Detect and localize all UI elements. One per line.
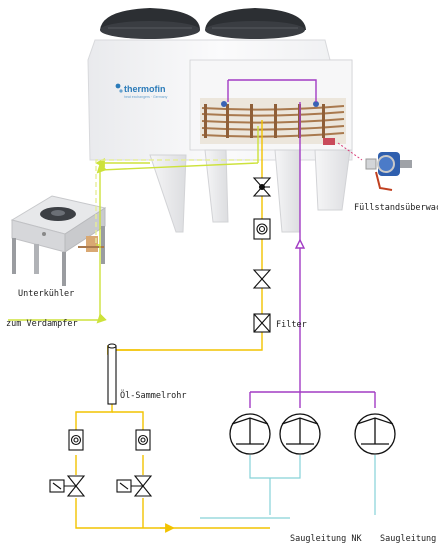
oil-header-label: Öl-Sammelrohr bbox=[120, 390, 187, 401]
compressor-icon bbox=[229, 413, 271, 455]
solenoid-valve-icon bbox=[116, 475, 153, 497]
subcooled-dashed-line bbox=[95, 159, 258, 246]
oil-header-icon bbox=[107, 343, 117, 405]
sight-glass-icon bbox=[135, 429, 151, 451]
filter-drier-icon bbox=[253, 313, 271, 333]
condenser-unit: thermofin heat exchangers · Germany bbox=[87, 8, 353, 233]
condenser-fan-icon bbox=[205, 8, 306, 39]
level-sensor-icon bbox=[337, 142, 412, 191]
compressor-icon bbox=[354, 413, 396, 455]
brand-logo: thermofin heat exchangers · Germany bbox=[115, 83, 168, 99]
subcooler-label: Unterkühler bbox=[18, 289, 74, 299]
subcooler-unit bbox=[10, 195, 107, 286]
solenoid-valve-icon bbox=[49, 475, 86, 497]
condenser-fan-icon bbox=[100, 8, 200, 39]
suction-nk-label: Saugleitung NK bbox=[290, 534, 363, 544]
suction-tk-label: Saugleitung TK bbox=[380, 534, 438, 544]
compressor-icon bbox=[279, 413, 321, 455]
sight-glass-icon bbox=[253, 218, 271, 240]
solenoid-valve-icon bbox=[252, 269, 272, 289]
brand-tagline: heat exchangers · Germany bbox=[124, 95, 168, 99]
brand-name: thermofin bbox=[124, 84, 166, 94]
ball-valve-icon bbox=[252, 177, 272, 197]
sight-glass-icon bbox=[68, 429, 84, 451]
subcooled-line bbox=[8, 158, 259, 324]
filter-label: Filter bbox=[276, 320, 307, 330]
level-monitoring-label: Füllstandsüberwachung bbox=[354, 203, 438, 213]
to-evaporator-label: zum Verdampfer bbox=[6, 319, 78, 329]
liquid-line bbox=[75, 120, 270, 533]
suction-line bbox=[200, 455, 376, 519]
hot-gas-line bbox=[227, 79, 376, 408]
